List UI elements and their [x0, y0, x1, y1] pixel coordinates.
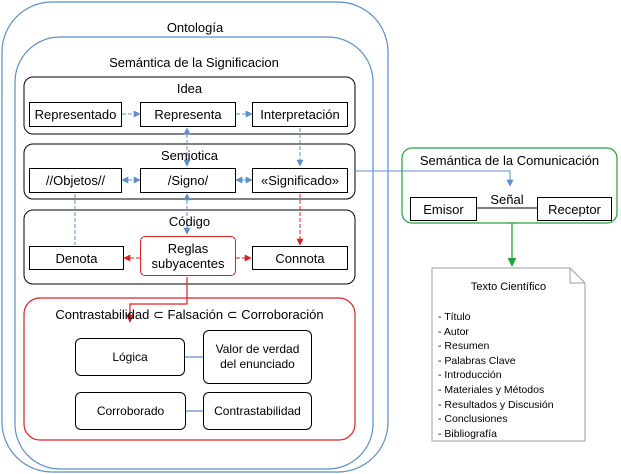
texto-cientifico-list: - Título - Autor - Resumen - Palabras Cl… — [438, 310, 583, 441]
node-significado: «Significado» — [252, 168, 348, 193]
semiotica-title: Semiotica — [160, 148, 219, 163]
list-item-resultados-discusion: - Resultados y Discusión — [438, 398, 554, 411]
node-representa: Representa — [140, 102, 236, 127]
texto-cientifico-document — [431, 267, 586, 442]
node-objetos: //Objetos// — [29, 168, 122, 193]
node-logica: Lógica — [75, 338, 185, 376]
list-item-palabras-clave: - Palabras Clave — [438, 354, 516, 367]
document-fold — [569, 268, 585, 284]
node-emisor: Emisor — [410, 197, 477, 221]
idea-title: Idea — [176, 81, 203, 96]
node-receptor: Receptor — [537, 197, 612, 221]
list-item-autor: - Autor — [438, 325, 469, 338]
texto-cientifico-title: Texto Científico — [470, 281, 547, 293]
senal-label: Señal — [490, 192, 524, 207]
node-valor-verdad: Valor de verdad del enunciado — [203, 330, 312, 384]
node-representado: Representado — [29, 102, 122, 127]
node-signo: /Signo/ — [140, 168, 236, 193]
semantica-significacion-title: Semántica de la Significacion — [109, 55, 279, 70]
node-denota: Denota — [29, 246, 124, 270]
node-corroborado: Corroborado — [75, 392, 186, 430]
contrastabilidad-title: Contrastabilidad ⊂ Falsación ⊂ Corrobora… — [55, 307, 324, 322]
codigo-title: Código — [168, 214, 211, 229]
arrow-reglas-contrastabilidad — [125, 277, 188, 323]
node-connota: Connota — [252, 246, 348, 270]
ontologia-title: Ontología — [166, 20, 224, 35]
semantica-significacion-frame — [14, 36, 374, 470]
node-reglas-subyacentes: Reglas subyacentes — [140, 236, 236, 276]
list-item-materiales-metodos: - Materiales y Métodos — [438, 383, 545, 396]
contrastabilidad-frame — [23, 297, 356, 441]
list-item-conclusiones: - Conclusiones — [438, 413, 508, 426]
list-item-introduccion: - Introducción — [438, 369, 502, 382]
list-item-resumen: - Resumen — [438, 340, 490, 353]
semantica-comunicacion-frame — [401, 147, 618, 224]
arrow-significado-comunicacion — [355, 170, 514, 187]
semantica-comunicacion-title: Semántica de la Comunicación — [419, 153, 600, 168]
node-contrastabilidad: Contrastabilidad — [203, 392, 312, 430]
ontologia-frame — [1, 1, 389, 473]
node-interpretacion: Interpretación — [252, 102, 348, 127]
list-item-bibliografia: - Bibliografía — [438, 427, 497, 440]
list-item-titulo: - Título — [438, 311, 471, 323]
